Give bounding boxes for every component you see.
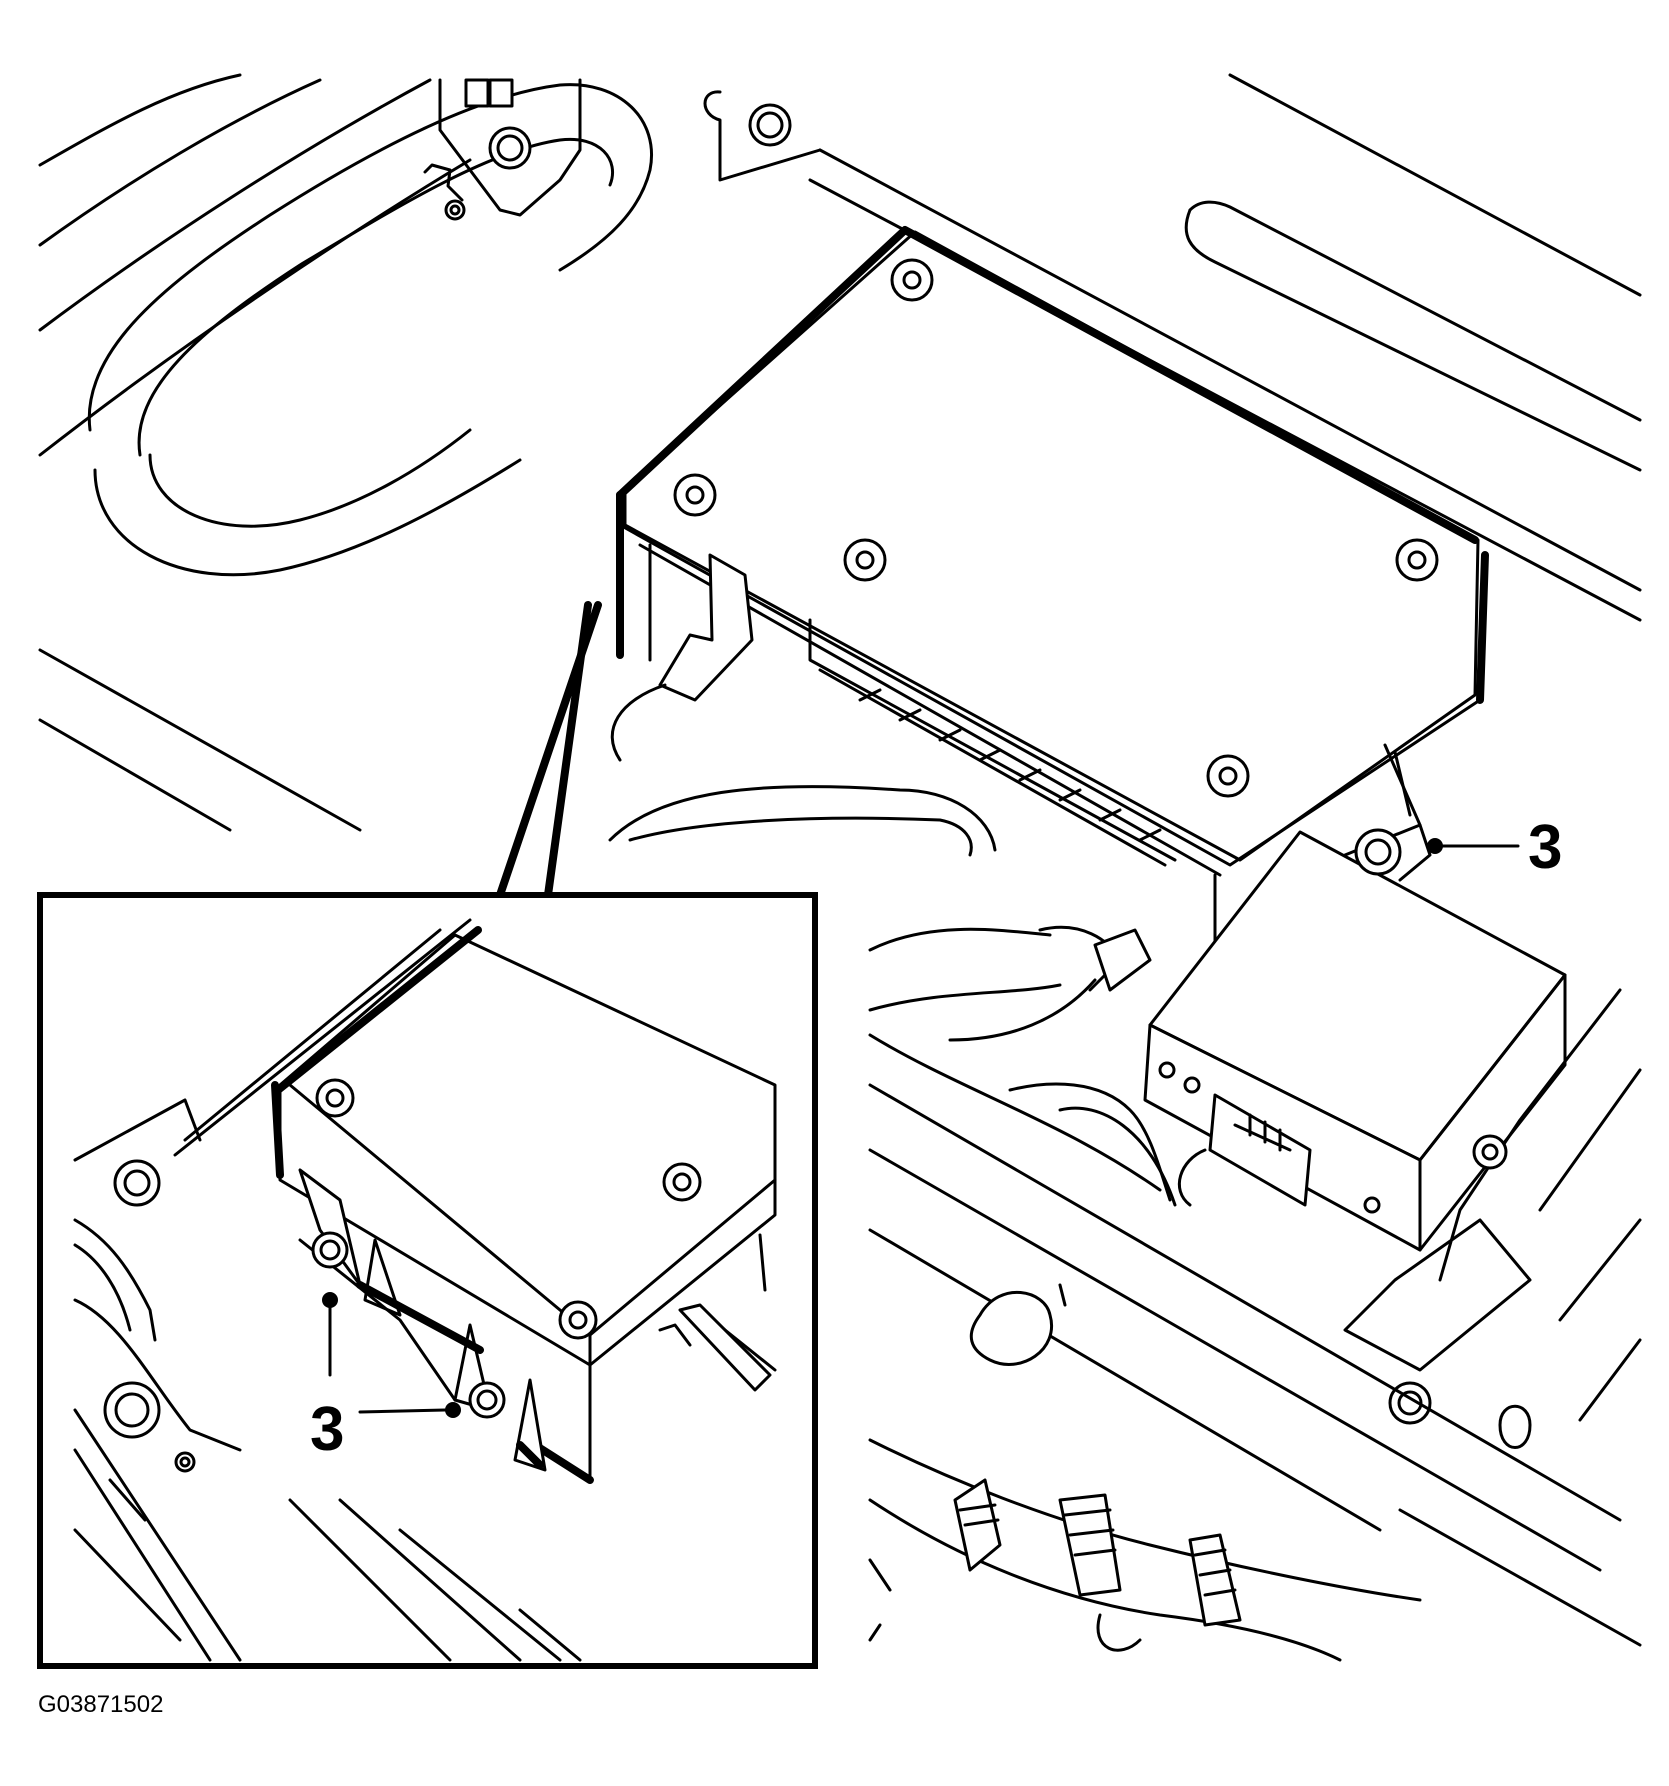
callout-main: 3 <box>1343 743 1562 882</box>
floor-grip <box>969 1283 1067 1366</box>
inset-pointer <box>496 601 602 899</box>
detail-inset: 3 <box>37 892 818 1669</box>
main-view: 3 <box>38 73 1642 1662</box>
secondary-module <box>1143 830 1567 1252</box>
taped-harness <box>868 1438 1422 1662</box>
callout-inset-dot-lower <box>445 1402 461 1418</box>
control-module <box>610 226 1489 947</box>
callout-main-dot <box>1427 838 1443 854</box>
callout-inset-number: 3 <box>310 1395 344 1464</box>
callout-main-number: 3 <box>1528 813 1562 882</box>
callout-inset-dot-upper <box>322 1292 338 1308</box>
figure-id: G03871502 <box>38 1691 163 1718</box>
wiring-harness <box>608 785 1152 1042</box>
upper-mounting-bracket <box>423 78 582 221</box>
right-frame <box>868 988 1642 1647</box>
rear-mounting-bolt <box>703 90 822 182</box>
harness-lower-loop <box>868 1033 1177 1207</box>
callout-inset: 3 <box>310 1292 461 1464</box>
